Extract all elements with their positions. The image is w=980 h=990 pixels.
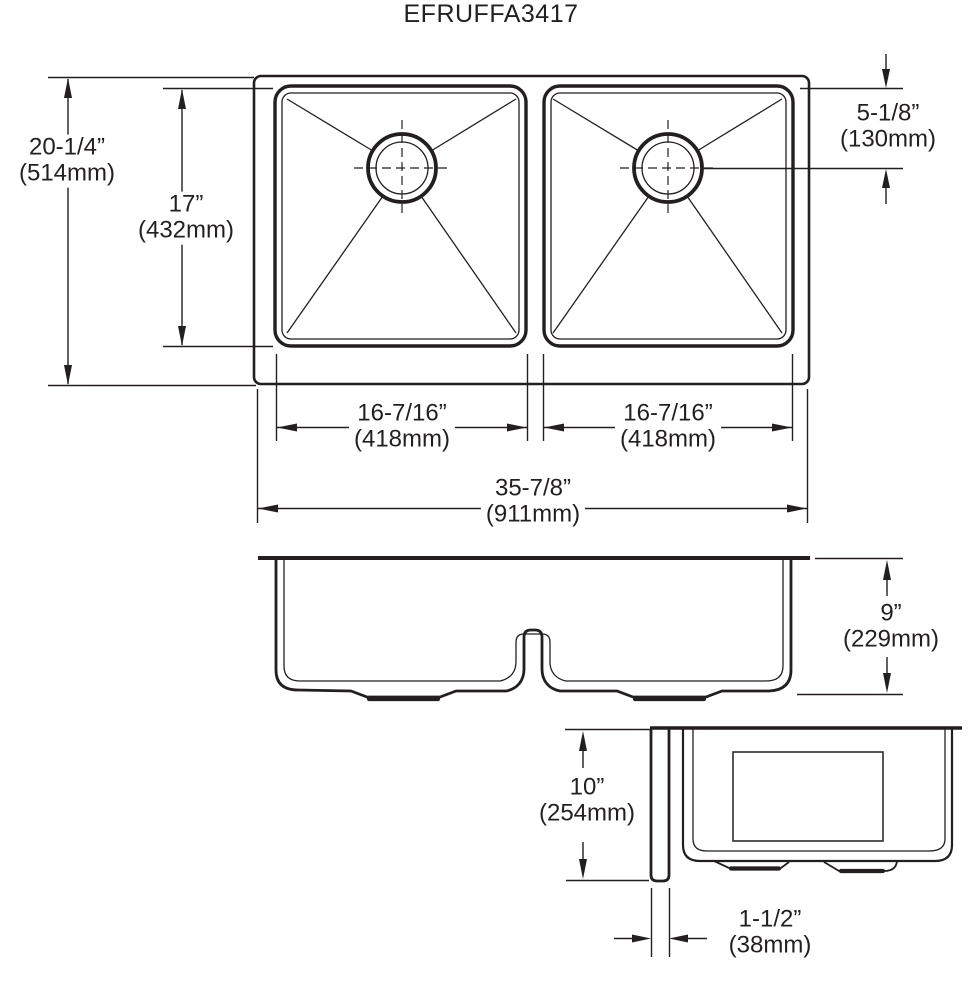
dim-apron-thickness-lines: [614, 888, 707, 957]
right-bowl: [542, 84, 795, 348]
dim-right-bowl-width-label: 16-7/16” (418mm): [614, 399, 722, 454]
side-drain-bosses: [713, 860, 898, 874]
front-inner-profile: [283, 560, 784, 682]
dim-mm: (130mm): [839, 126, 937, 153]
dim-overall-front-back-label: 20-1/4” (514mm): [13, 133, 121, 188]
dim-apron-height-label: 10” (254mm): [533, 773, 641, 828]
left-bowl: [273, 84, 528, 348]
dim-drain-offset-label: 5-1/8” (130mm): [834, 99, 942, 154]
dim-left-bowl-width-label: 16-7/16” (418mm): [348, 399, 456, 454]
model-number-title: EFRUFFA3417: [403, 0, 579, 28]
dim-bowl-front-back-lines: [163, 87, 273, 348]
dim-drain-offset-lines: [703, 54, 903, 204]
dim-overall-front-back-lines: [48, 76, 256, 387]
dim-inches: 10”: [569, 773, 605, 801]
dim-inches: 9”: [880, 599, 902, 627]
dim-inches: 16-7/16”: [623, 399, 713, 427]
dim-mm: (514mm): [18, 160, 116, 187]
dim-apron-height-lines: [566, 731, 649, 882]
dim-mm: (418mm): [619, 426, 717, 453]
apron-panel: [649, 729, 671, 883]
side-bowl-opening: [732, 751, 884, 842]
dim-apron-thickness-label: 1-1/2” (38mm): [723, 905, 817, 960]
side-view: [565, 726, 962, 957]
dim-inches: 35-7/8”: [494, 474, 572, 502]
sink-outer-rim: [252, 74, 811, 386]
dim-inches: 20-1/4”: [28, 133, 106, 161]
front-view: [258, 556, 903, 702]
dim-mm: (418mm): [353, 426, 451, 453]
dim-inches: 16-7/16”: [357, 399, 447, 427]
side-body-outer: [681, 729, 954, 863]
dim-inches: 1-1/2”: [738, 905, 802, 933]
side-body-inner: [692, 729, 946, 852]
front-outer-profile: [274, 560, 793, 699]
right-bowl-slope-lines: [552, 98, 783, 334]
dim-bowl-depth-lines: [797, 557, 903, 696]
right-drain-centerlines: [620, 120, 716, 216]
dim-overall-width-lines: [256, 389, 809, 523]
dim-overall-width-label: 35-7/8” (911mm): [480, 474, 586, 529]
dim-mm: (229mm): [842, 626, 940, 653]
dim-left-bowl-width-lines: [275, 354, 529, 441]
dim-bowl-depth-label: 9” (229mm): [837, 599, 945, 654]
left-drain-centerlines: [354, 120, 450, 216]
dim-mm: (432mm): [137, 217, 235, 244]
dim-mm: (254mm): [538, 800, 636, 827]
left-bowl-slope-lines: [286, 98, 517, 334]
dim-mm: (911mm): [485, 501, 581, 528]
dim-inches: 5-1/8”: [856, 99, 920, 127]
dim-inches: 17”: [168, 190, 204, 218]
dim-bowl-front-back-label: 17” (432mm): [132, 190, 240, 245]
top-view: [48, 54, 903, 523]
dim-mm: (38mm): [728, 932, 812, 959]
